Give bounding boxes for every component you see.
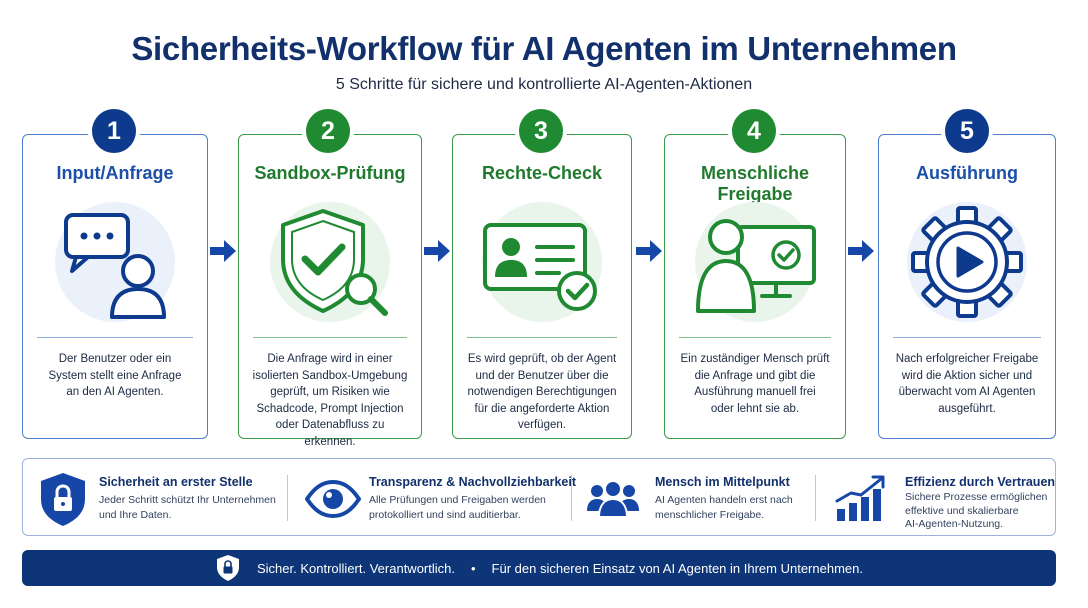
step-5-badge: 5 bbox=[945, 109, 989, 153]
step-card-execution: Ausführung Nach erfolgreicher Freigabe w… bbox=[878, 134, 1056, 439]
footer-banner: Sicher. Kontrolliert. Verantwortlich. • … bbox=[22, 550, 1056, 586]
page-subtitle: 5 Schritte für sichere und kontrollierte… bbox=[335, 76, 753, 93]
arrow-right-icon bbox=[636, 240, 662, 262]
benefit-text: Jeder Schritt schützt Ihr Unternehmen un… bbox=[99, 494, 276, 521]
benefit-separator bbox=[287, 475, 288, 521]
step-title: Sandbox-Prüfung bbox=[254, 163, 406, 183]
footer-slogan: Sicher. Kontrolliert. Verantwortlich. bbox=[257, 560, 455, 576]
eye-icon bbox=[305, 480, 361, 518]
footer-tagline: Für den sicheren Einsatz von AI Agenten … bbox=[491, 560, 863, 576]
step-title: Input/Anfrage bbox=[56, 163, 174, 183]
benefit-security: Sicherheit an erster Stelle Jeder Schrit… bbox=[37, 459, 287, 537]
footer-separator: • bbox=[470, 560, 476, 576]
divider bbox=[467, 337, 617, 338]
benefit-title: Mensch im Mittelpunkt bbox=[655, 475, 790, 489]
step-title: Rechte-Check bbox=[481, 163, 603, 183]
shield-lock-icon bbox=[217, 555, 239, 581]
arrow-right-icon bbox=[210, 240, 236, 262]
step-card-input: Input/Anfrage Der Benutzer oder ein Syst… bbox=[22, 134, 208, 439]
benefit-title: Transparenz & Nachvollziehbarkeit bbox=[369, 475, 577, 489]
divider bbox=[253, 337, 407, 338]
step-description: Es wird geprüft, ob der Agent und der Be… bbox=[467, 353, 617, 431]
benefit-efficiency: Effizienz durch Vertrauen Sichere Prozes… bbox=[833, 459, 1056, 537]
benefit-separator bbox=[815, 475, 816, 521]
step-4-badge: 4 bbox=[732, 109, 776, 153]
gear-play-icon bbox=[907, 202, 1027, 322]
chat-user-icon bbox=[55, 202, 175, 322]
divider bbox=[679, 337, 831, 338]
person-monitor-check-icon bbox=[695, 202, 816, 322]
arrow-right-icon bbox=[848, 240, 874, 262]
benefit-title: Sicherheit an erster Stelle bbox=[99, 475, 253, 489]
step-2-badge: 2 bbox=[306, 109, 350, 153]
step-card-sandbox: Sandbox-Prüfung Die Anfrage wird in eine… bbox=[238, 134, 422, 448]
benefit-text: Alle Prüfungen und Freigaben werden prot… bbox=[369, 494, 546, 521]
benefit-text: Sichere Prozesse ermöglichen effektive u… bbox=[905, 491, 1048, 530]
step-card-human-approval: Menschliche Freigabe Ein zuständiger Men… bbox=[664, 134, 846, 439]
arrow-right-icon bbox=[424, 240, 450, 262]
step-description: Der Benutzer oder ein System stellt eine… bbox=[48, 353, 182, 398]
shield-check-magnifier-icon bbox=[270, 202, 390, 322]
benefit-human-centered: Mensch im Mittelpunkt AI Agenten handeln… bbox=[585, 459, 815, 537]
step-description: Nach erfolgreicher Freigabe wird die Akt… bbox=[895, 353, 1039, 415]
step-description: Ein zuständiger Mensch prüft die Anfrage… bbox=[680, 353, 830, 415]
people-icon bbox=[587, 480, 639, 518]
benefit-title: Effizienz durch Vertrauen bbox=[905, 475, 1056, 489]
step-1-badge: 1 bbox=[92, 109, 136, 153]
benefit-separator bbox=[571, 475, 572, 521]
benefit-text: AI Agenten handeln erst nach menschliche… bbox=[655, 494, 793, 521]
benefit-transparency: Transparenz & Nachvollziehbarkeit Alle P… bbox=[305, 459, 577, 537]
id-card-check-icon bbox=[482, 202, 602, 322]
growth-chart-icon bbox=[835, 475, 885, 521]
step-3-badge: 3 bbox=[519, 109, 563, 153]
step-title: Menschliche Freigabe bbox=[700, 163, 810, 204]
page-title: Sicherheits-Workflow für AI Agenten im U… bbox=[131, 30, 957, 67]
divider bbox=[893, 337, 1041, 338]
step-title: Ausführung bbox=[916, 163, 1018, 183]
benefits-panel: Sicherheit an erster Stelle Jeder Schrit… bbox=[22, 458, 1056, 536]
divider bbox=[37, 337, 193, 338]
step-card-rights: Rechte-Check Es wird geprüft, ob der Age… bbox=[452, 134, 632, 439]
lock-shield-icon bbox=[41, 473, 85, 526]
step-description: Die Anfrage wird in einer isolierten San… bbox=[252, 353, 408, 448]
